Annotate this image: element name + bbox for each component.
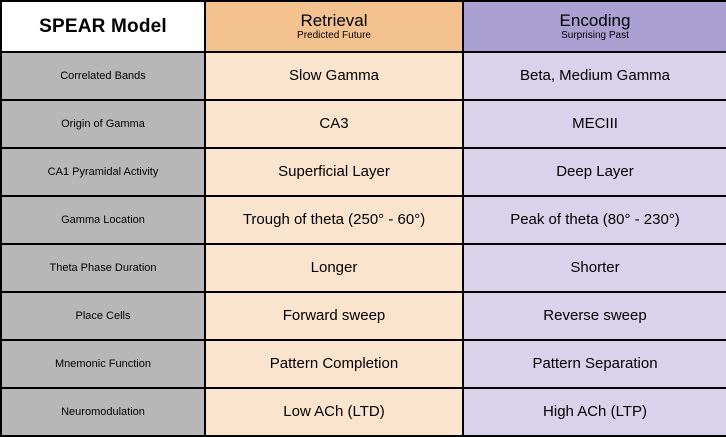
- cell-retrieval: Trough of theta (250° - 60°): [204, 195, 464, 245]
- cell-encoding: Shorter: [462, 243, 726, 293]
- cell-encoding: Deep Layer: [462, 147, 726, 197]
- column-header-retrieval-title: Retrieval: [300, 10, 368, 30]
- table-row: Place Cells Forward sweep Reverse sweep: [0, 291, 726, 341]
- cell-encoding: Beta, Medium Gamma: [462, 51, 726, 101]
- table-row: Gamma Location Trough of theta (250° - 6…: [0, 195, 726, 245]
- table-row: CA1 Pyramidal Activity Superficial Layer…: [0, 147, 726, 197]
- column-header-encoding: Encoding Surprising Past: [462, 0, 726, 53]
- table-row: Correlated Bands Slow Gamma Beta, Medium…: [0, 51, 726, 101]
- column-header-retrieval: Retrieval Predicted Future: [204, 0, 464, 53]
- page-title: SPEAR Model: [0, 0, 206, 53]
- column-header-encoding-title: Encoding: [559, 10, 631, 30]
- row-label: CA1 Pyramidal Activity: [0, 147, 206, 197]
- row-label: Correlated Bands: [0, 51, 206, 101]
- cell-retrieval: CA3: [204, 99, 464, 149]
- cell-retrieval: Pattern Completion: [204, 339, 464, 389]
- table-row: Mnemonic Function Pattern Completion Pat…: [0, 339, 726, 389]
- row-label: Gamma Location: [0, 195, 206, 245]
- cell-retrieval: Superficial Layer: [204, 147, 464, 197]
- cell-encoding: MECIII: [462, 99, 726, 149]
- cell-encoding: Reverse sweep: [462, 291, 726, 341]
- row-label: Origin of Gamma: [0, 99, 206, 149]
- table-row: Theta Phase Duration Longer Shorter: [0, 243, 726, 293]
- column-header-retrieval-subtitle: Predicted Future: [297, 30, 371, 42]
- cell-encoding: Pattern Separation: [462, 339, 726, 389]
- cell-encoding: Peak of theta (80° - 230°): [462, 195, 726, 245]
- row-label: Place Cells: [0, 291, 206, 341]
- cell-retrieval: Longer: [204, 243, 464, 293]
- cell-retrieval: Forward sweep: [204, 291, 464, 341]
- row-label: Mnemonic Function: [0, 339, 206, 389]
- cell-retrieval: Slow Gamma: [204, 51, 464, 101]
- column-header-encoding-subtitle: Surprising Past: [561, 30, 629, 42]
- table-header-row: SPEAR Model Retrieval Predicted Future E…: [0, 0, 726, 53]
- table-row: Origin of Gamma CA3 MECIII: [0, 99, 726, 149]
- row-label: Theta Phase Duration: [0, 243, 206, 293]
